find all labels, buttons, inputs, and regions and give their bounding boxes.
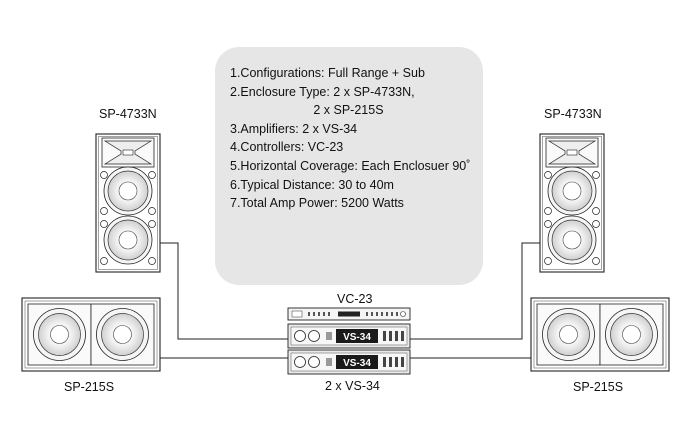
amp-badge-1: VS-34 bbox=[343, 332, 371, 343]
spec-line-enclosure-type: 2.Enclosure Type: 2 x SP-4733N, bbox=[230, 84, 415, 99]
cable-left-top bbox=[152, 242, 288, 340]
controller-unit bbox=[287, 307, 411, 321]
right-full-range-speaker bbox=[539, 133, 605, 273]
label-left-sub: SP-215S bbox=[64, 380, 115, 394]
left-subwoofer bbox=[21, 297, 161, 372]
spec-line-distance: 6.Typical Distance: 30 to 40m bbox=[230, 177, 394, 192]
label-right-full-range: SP-4733N bbox=[544, 107, 602, 121]
amp-badge-2: VS-34 bbox=[343, 358, 371, 369]
label-controller: VC-23 bbox=[337, 292, 373, 306]
spec-line-enclosure-type-cont: 2 x SP-215S bbox=[230, 103, 384, 118]
amplifier-unit-1: VS-34 bbox=[287, 323, 411, 349]
spec-panel bbox=[215, 47, 483, 285]
left-full-range-speaker bbox=[95, 133, 161, 273]
spec-list: 1.Configurations: Full Range + Sub 2.Enc… bbox=[230, 64, 470, 213]
spec-line-coverage: 5.Horizontal Coverage: Each Enclosuer 90… bbox=[230, 158, 471, 173]
spec-line-controllers: 4.Controllers: VC-23 bbox=[230, 140, 344, 155]
amplifier-unit-2: VS-34 bbox=[287, 349, 411, 375]
label-left-full-range: SP-4733N bbox=[99, 107, 157, 121]
cables bbox=[152, 242, 548, 359]
label-amplifiers: 2 x VS-34 bbox=[325, 379, 380, 393]
spec-line-configurations: 1.Configurations: Full Range + Sub bbox=[230, 66, 425, 80]
spec-line-amp-power: 7.Total Amp Power: 5200 Watts bbox=[230, 196, 404, 211]
spec-line-amplifiers: 3.Amplifiers: 2 x VS-34 bbox=[230, 121, 358, 136]
right-subwoofer bbox=[530, 297, 670, 372]
label-right-sub: SP-215S bbox=[573, 380, 624, 394]
cable-right-top bbox=[410, 242, 548, 340]
